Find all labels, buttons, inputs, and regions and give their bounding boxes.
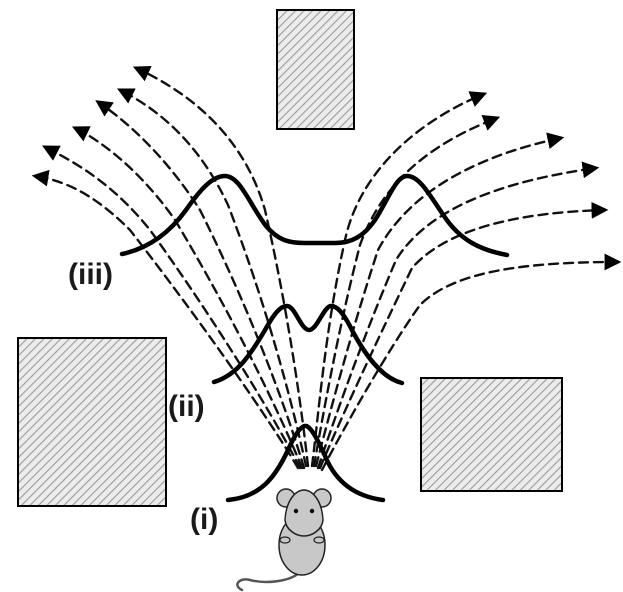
- obstacle-right: [421, 378, 562, 491]
- label-curve-i: (i): [190, 503, 218, 536]
- bump-curve-ii: [214, 306, 402, 383]
- label-curve-ii: (ii): [168, 390, 205, 423]
- obstacle-top: [277, 10, 354, 129]
- bump-curve-iii: [122, 176, 507, 255]
- mouse-icon: [237, 489, 331, 590]
- label-curve-iii: (iii): [68, 258, 113, 291]
- obstacle-left: [18, 338, 166, 506]
